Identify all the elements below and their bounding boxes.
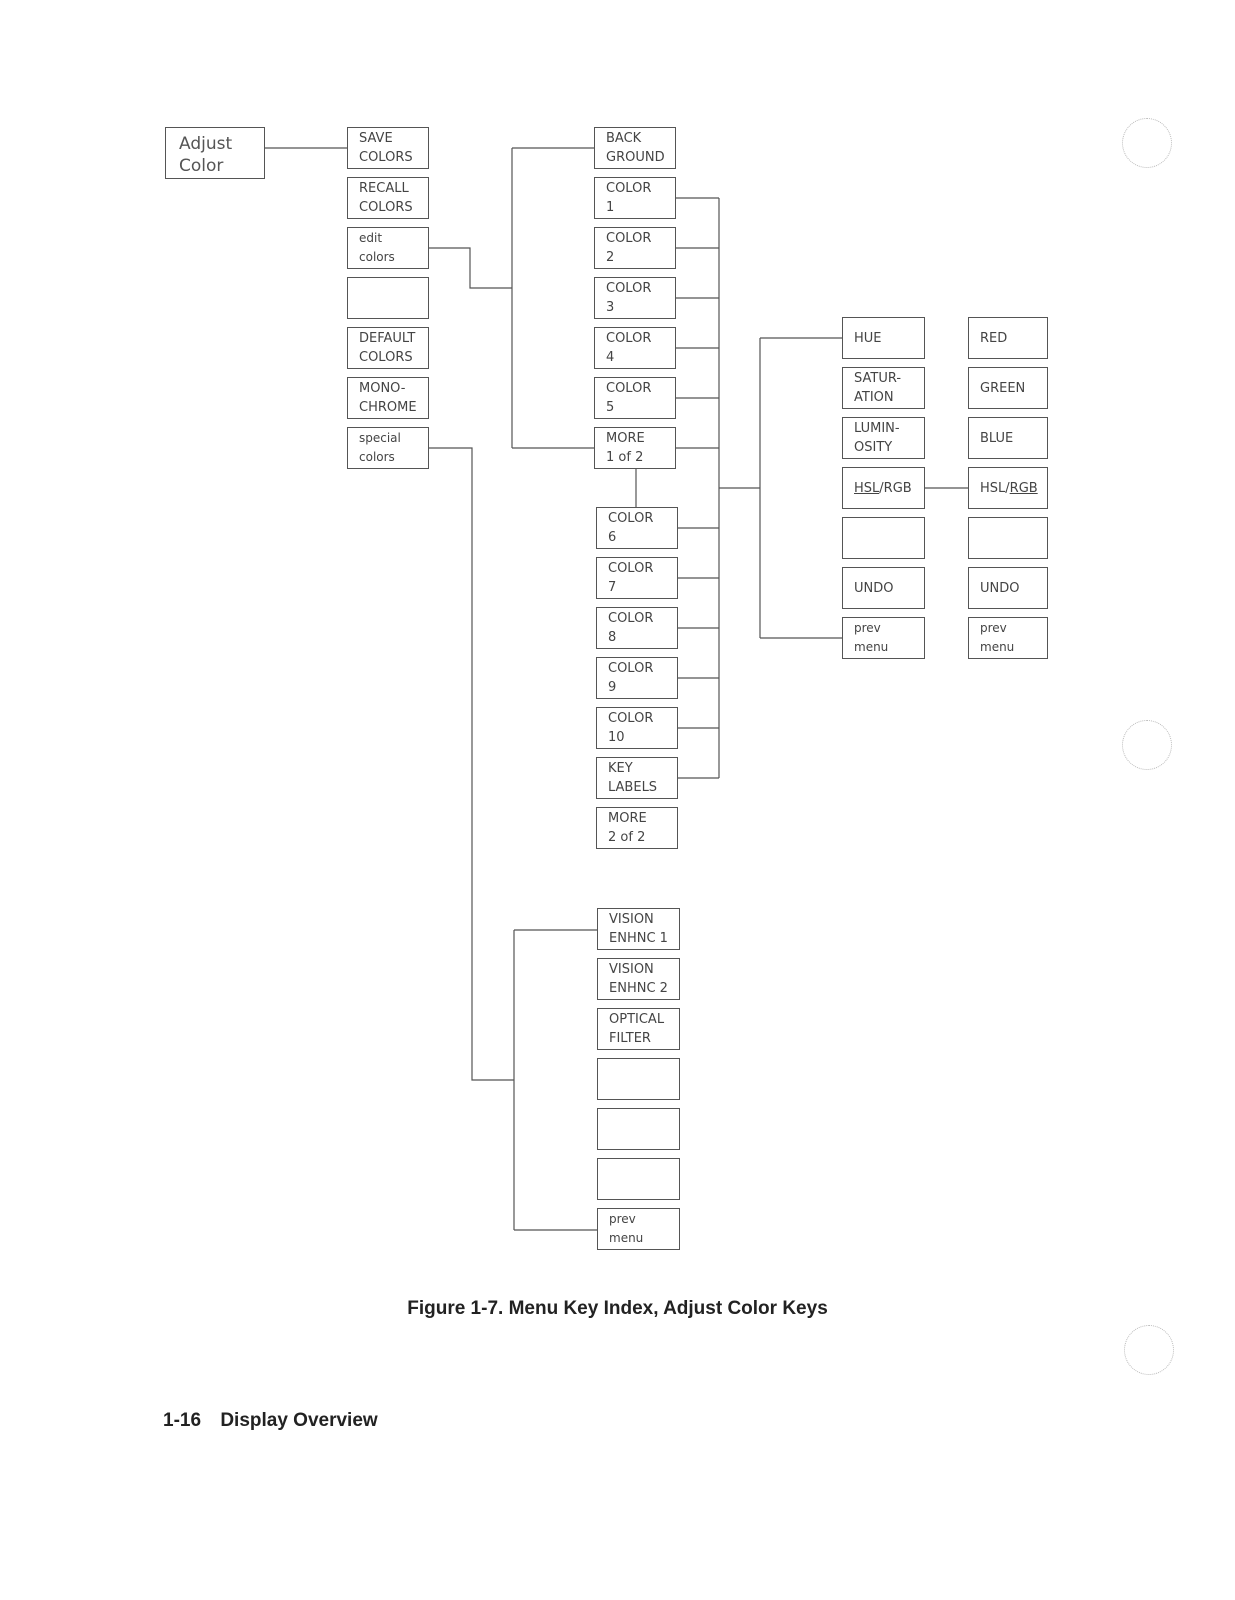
- key-blank-hsl: [842, 517, 925, 559]
- key-blank-rgb: [968, 517, 1048, 559]
- connector-edit-colors: [429, 247, 512, 289]
- key-undo-hsl: UNDO: [842, 567, 925, 609]
- key-blank-special-2: [597, 1108, 680, 1150]
- key-saturation: SATUR-ATION: [842, 367, 925, 409]
- key-blue: BLUE: [968, 417, 1048, 459]
- active-mode-mark: RGB: [1009, 480, 1038, 496]
- key-hsl-rgb-right: HSL/RGB: [968, 467, 1048, 509]
- key-hue: HUE: [842, 317, 925, 359]
- key-blank-special-3: [597, 1158, 680, 1200]
- key-undo-rgb: UNDO: [968, 567, 1048, 609]
- binder-hole-middle: [1122, 720, 1172, 770]
- key-luminosity: LUMIN-OSITY: [842, 417, 925, 459]
- binder-hole-bottom: [1124, 1325, 1174, 1375]
- key-green: GREEN: [968, 367, 1048, 409]
- connector-special-down: [429, 447, 514, 1081]
- key-hsl-rgb-left: HSL/RGB: [842, 467, 925, 509]
- key-monochrome: MONO-CHROME: [347, 377, 429, 419]
- binder-hole-top: [1122, 118, 1172, 168]
- figure-caption: Figure 1-7. Menu Key Index, Adjust Color…: [407, 1298, 828, 1319]
- key-blank-main: [347, 277, 429, 319]
- page-footer: 1-16 Display Overview: [163, 1410, 378, 1432]
- active-mode-mark: HSL: [854, 480, 880, 496]
- section-title: Display Overview: [220, 1410, 378, 1431]
- page-number: 1-16: [163, 1410, 202, 1431]
- key-blank-special-1: [597, 1058, 680, 1100]
- key-red: RED: [968, 317, 1048, 359]
